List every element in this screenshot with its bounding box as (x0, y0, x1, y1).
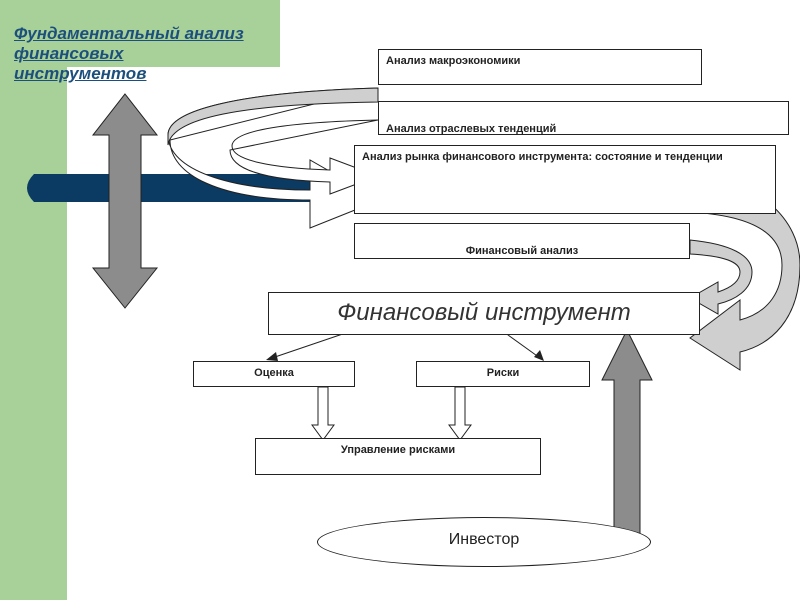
industry-trends-label: Анализ отраслевых тенденций (386, 123, 557, 135)
risks-box: Риски (416, 361, 590, 387)
curved-arrow-right (687, 171, 800, 371)
side-accent-bar (0, 0, 67, 600)
financial-instrument-label: Финансовый инструмент (337, 299, 631, 326)
curved-arrow-inner (229, 119, 380, 195)
macro-analysis-label: Анализ макроэкономики (386, 55, 521, 67)
financial-analysis-box: Финансовый анализ (354, 223, 690, 259)
down-arrow-valuation (311, 386, 335, 441)
financial-instrument-box: Финансовый инструмент (268, 292, 700, 335)
risk-management-box: Управление рисками (255, 438, 541, 475)
macro-analysis-box: Анализ макроэкономики (378, 49, 702, 85)
curved-arrow-top-shade (167, 87, 379, 146)
connector-to-valuation-head (266, 352, 278, 361)
curved-arrow-right-inner (688, 239, 753, 315)
market-analysis-box: Анализ рынка финансового инструмента: со… (354, 145, 776, 214)
curved-arrow-top (167, 87, 382, 229)
page-title: Фундаментальный анализ финансовых инстру… (14, 24, 304, 84)
valuation-box: Оценка (193, 361, 355, 387)
valuation-label: Оценка (254, 367, 294, 379)
investor-ellipse: Инвестор (317, 517, 651, 567)
market-analysis-label: Анализ рынка финансового инструмента: со… (362, 151, 723, 163)
investor-label: Инвестор (448, 531, 520, 548)
double-vertical-arrow (91, 93, 159, 309)
down-arrow-risks (448, 386, 472, 441)
title-line-2: финансовых (14, 44, 124, 63)
title-line-1: Фундаментальный анализ (14, 24, 244, 43)
financial-analysis-label: Финансовый анализ (465, 245, 579, 257)
title-line-3: инструментов (14, 64, 147, 83)
title-background (0, 0, 280, 67)
connector-to-risks-head (534, 350, 544, 361)
industry-trends-box: Анализ отраслевых тенденций (378, 101, 789, 135)
risks-label: Риски (486, 367, 520, 379)
investor-up-arrow (601, 328, 653, 535)
risk-management-label: Управление рисками (340, 444, 456, 456)
